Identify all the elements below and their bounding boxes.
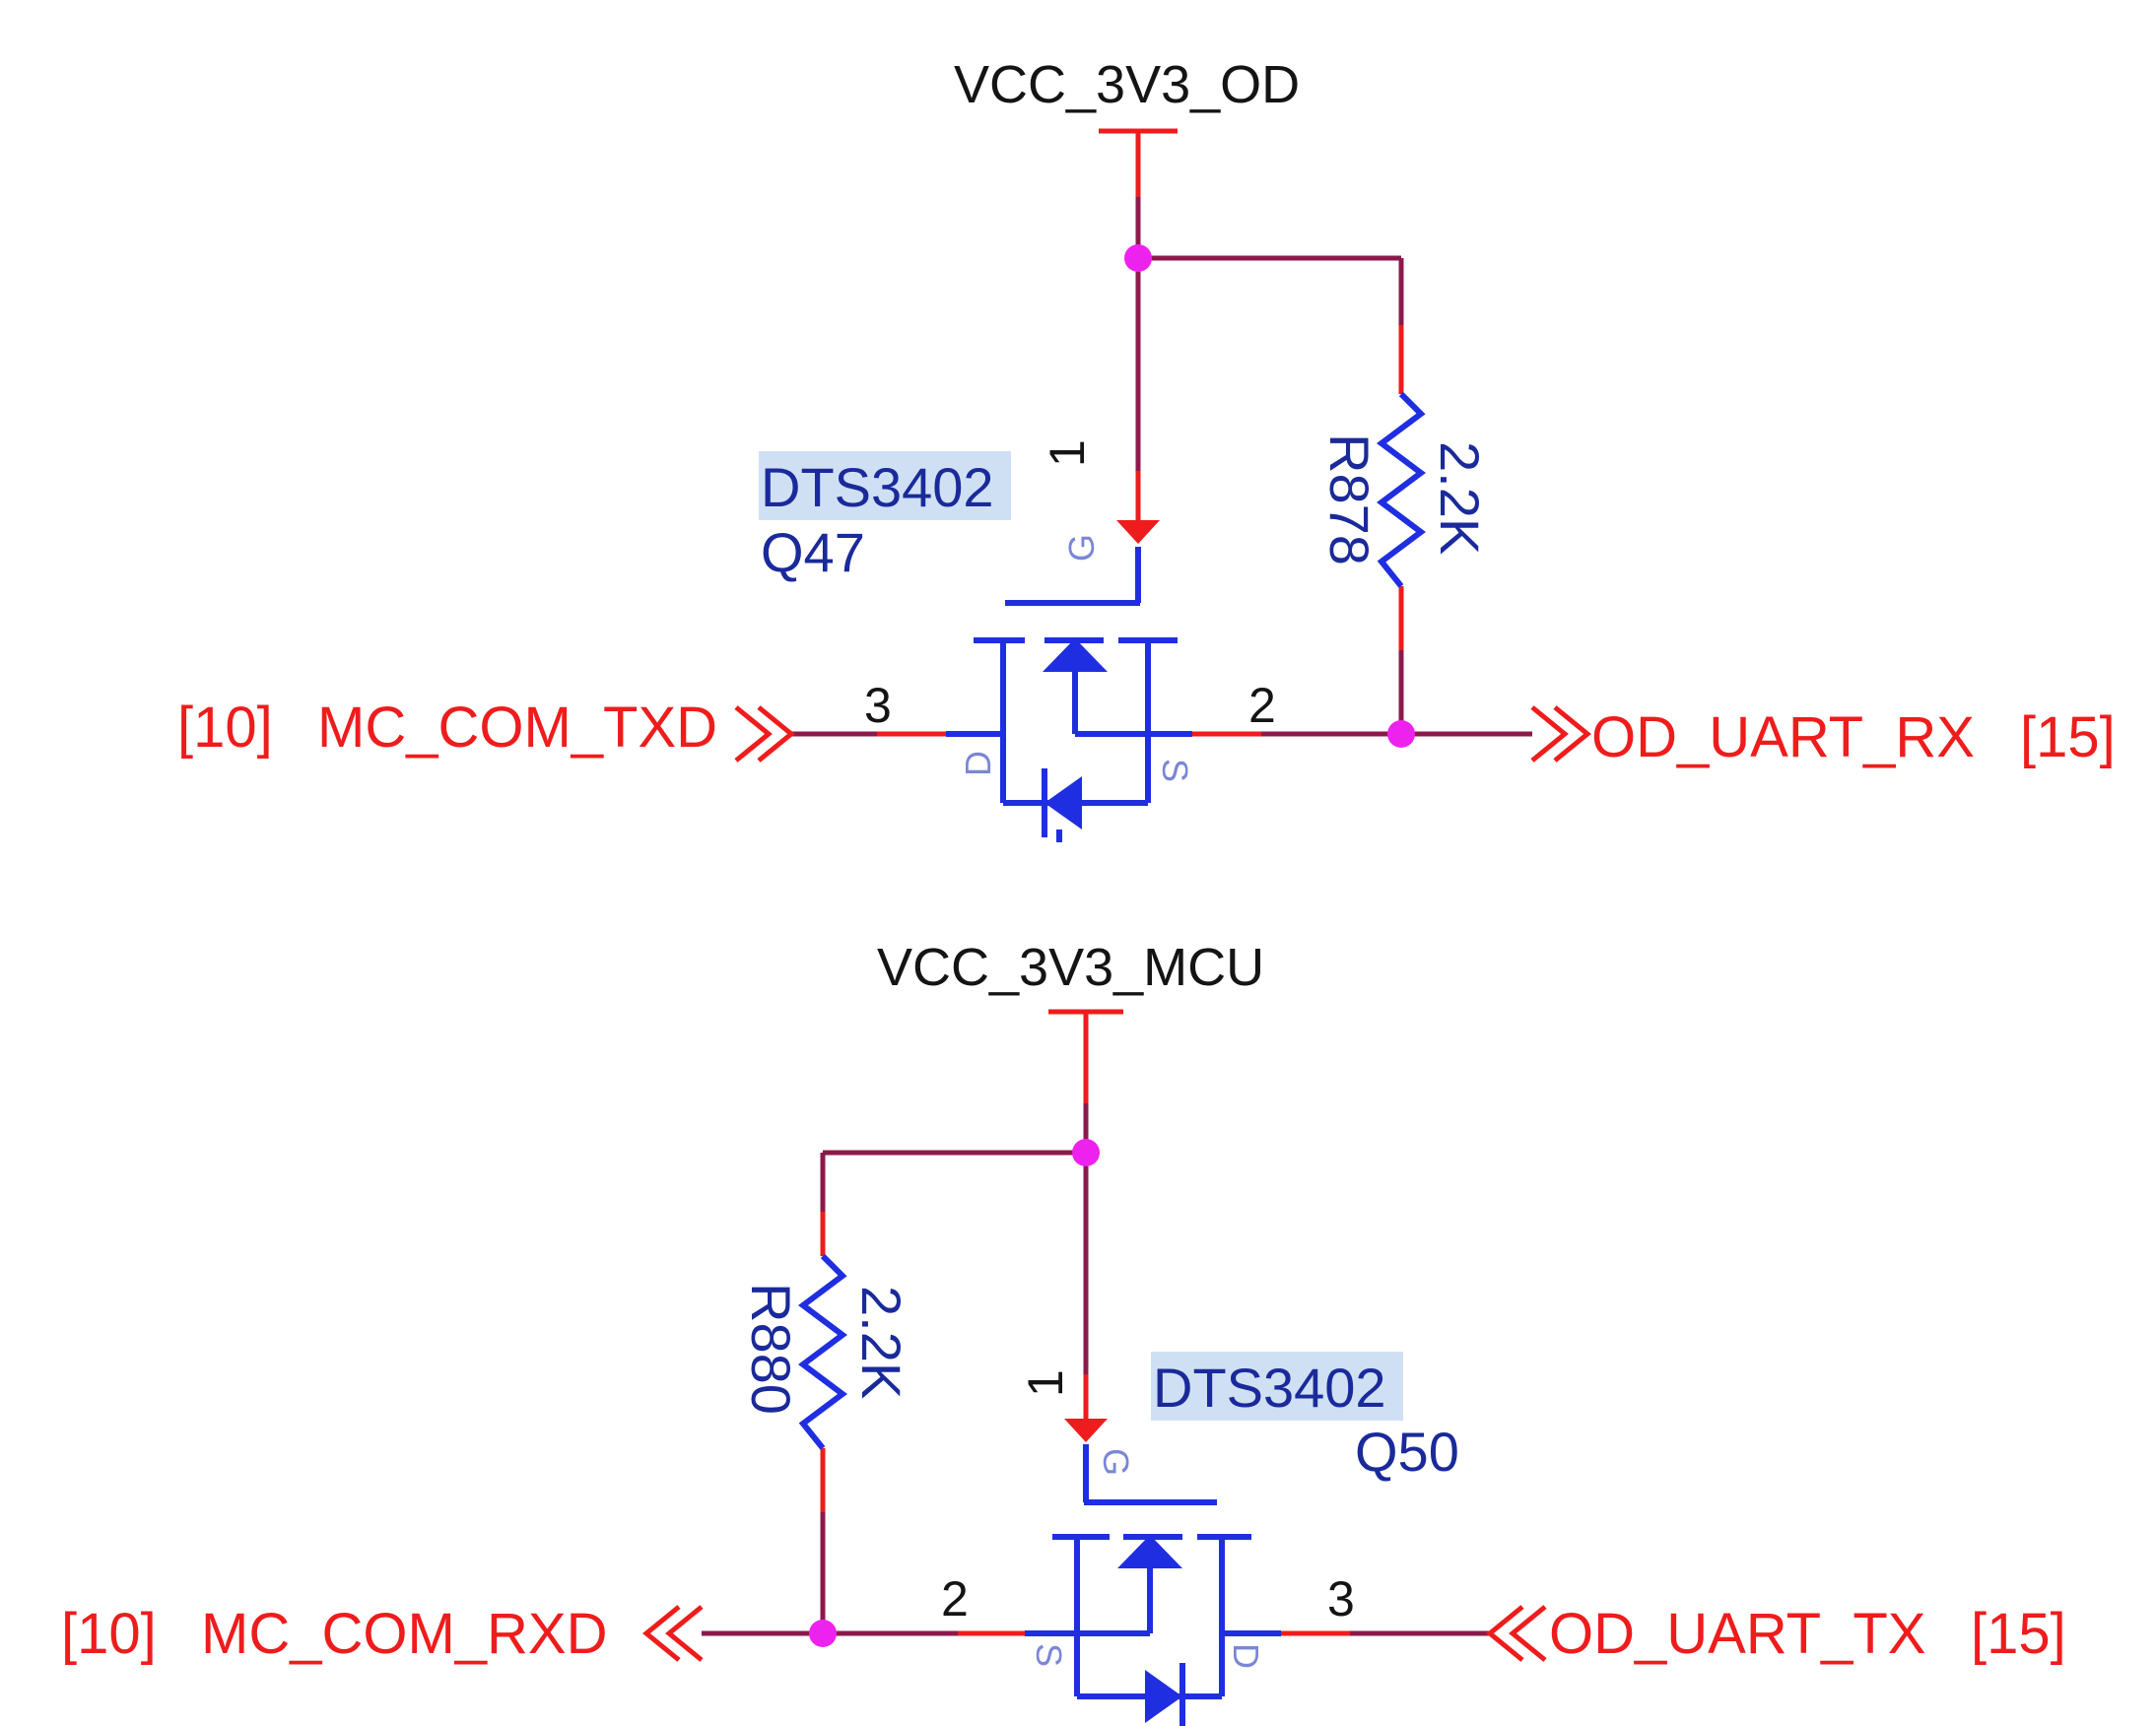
power-net-label: VCC_3V3_MCU (877, 938, 1264, 997)
pin-number-source: 2 (1248, 678, 1276, 733)
junction-dot (1124, 244, 1152, 272)
transistor-ref-label: Q50 (1355, 1421, 1459, 1483)
pin-number-gate: 1 (1040, 439, 1095, 467)
pin-letter-gate: G (1061, 534, 1102, 562)
offpage-connector-od-uart-rx (1530, 705, 1591, 763)
junction-dot (1387, 720, 1415, 748)
resistor-ref-label: R880 (740, 1283, 802, 1415)
resistor-value-label: 2.2K (850, 1286, 912, 1399)
part-highlight (759, 451, 1011, 520)
pin-letter-drain: D (1226, 1643, 1266, 1669)
right-port-net: OD_UART_TX (1549, 1602, 1925, 1666)
junction-dot (809, 1620, 837, 1647)
power-net-label: VCC_3V3_OD (954, 55, 1300, 114)
power-symbol-vcc-3v3-mcu (1048, 1009, 1123, 1103)
pin-number-gate: 1 (1018, 1369, 1073, 1397)
pin-number-drain: 3 (864, 678, 892, 733)
offpage-connector-mc-com-txd (734, 705, 795, 763)
left-port-sheet: [10] (61, 1602, 157, 1666)
transistor-ref-label: Q47 (761, 521, 865, 583)
resistor-value-label: 2.2K (1429, 441, 1491, 555)
pin-number-drain: 3 (1327, 1571, 1355, 1626)
resistor-ref-label: R878 (1318, 433, 1381, 565)
circuit-bottom: VCC_3V3_MCU (61, 938, 2066, 1726)
pin-number-source: 2 (941, 1571, 969, 1626)
transistor-part-label: DTS3402 (1153, 1357, 1386, 1419)
gate-pin-q50 (1064, 1374, 1108, 1442)
circuit-top: VCC_3V3_OD (177, 55, 2116, 842)
gate-pin-q47 (1116, 471, 1160, 544)
left-port-net: MC_COM_RXD (201, 1602, 608, 1666)
transistor-part-label: DTS3402 (761, 456, 994, 518)
left-port-sheet: [10] (177, 696, 273, 760)
right-port-sheet: [15] (1971, 1602, 2066, 1666)
wires-top (788, 197, 1532, 737)
left-port-net: MC_COM_TXD (317, 696, 717, 760)
right-port-sheet: [15] (2020, 705, 2116, 769)
power-symbol-vcc-3v3-od (1099, 128, 1178, 197)
offpage-connector-mc-com-rxd (642, 1605, 704, 1662)
part-highlight (1151, 1352, 1403, 1421)
resistor-r880 (798, 1253, 847, 1450)
resistor-r878 (1377, 391, 1426, 588)
mosfet-q47 (946, 547, 1192, 842)
offpage-connector-od-uart-tx (1486, 1605, 1547, 1662)
pin-letter-gate: G (1096, 1448, 1136, 1476)
mosfet-q50 (1025, 1444, 1281, 1726)
pin-letter-source: S (1155, 759, 1195, 782)
junction-dot (1072, 1139, 1100, 1166)
pin-letter-source: S (1029, 1643, 1069, 1667)
pin-letter-drain: D (958, 751, 998, 776)
right-port-net: OD_UART_RX (1591, 705, 1975, 769)
